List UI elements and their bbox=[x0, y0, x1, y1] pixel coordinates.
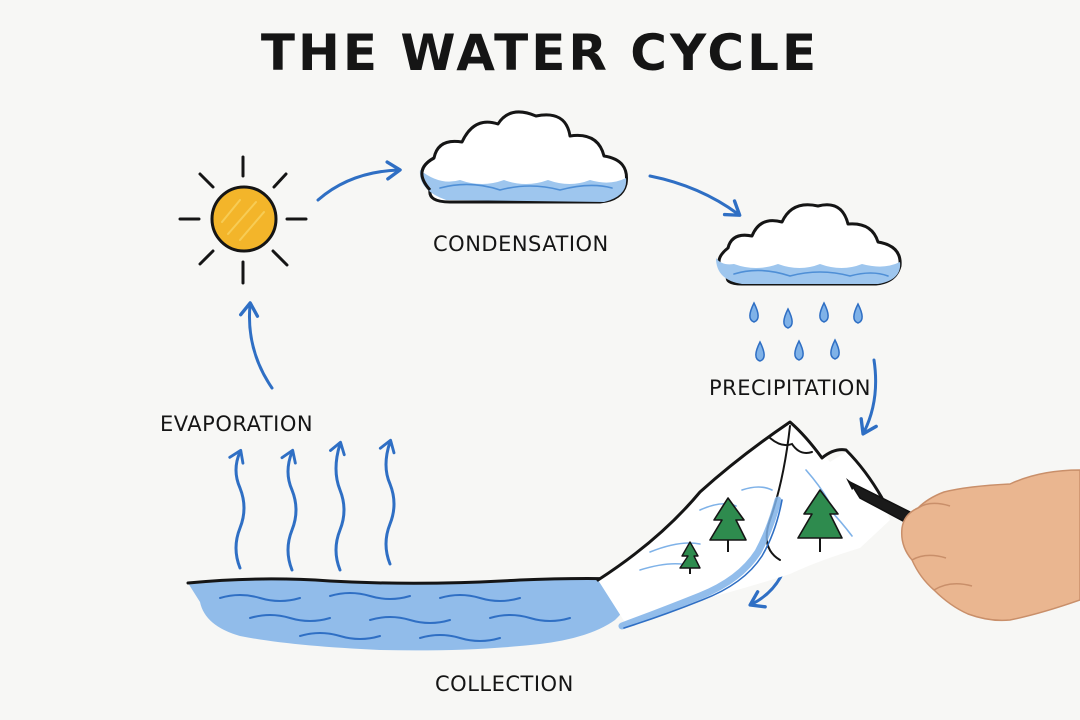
tree-icon bbox=[797, 489, 843, 552]
evaporation-arrow bbox=[329, 440, 346, 572]
raindrop-icon bbox=[830, 338, 840, 360]
arrow-precipitation-to-mountain bbox=[859, 358, 878, 436]
raindrop-icon bbox=[794, 339, 804, 361]
label-collection: COLLECTION bbox=[435, 672, 574, 696]
raindrop-icon bbox=[819, 301, 829, 323]
page-title: THE WATER CYCLE bbox=[260, 24, 820, 82]
sun-icon bbox=[178, 155, 308, 285]
raindrop-icon bbox=[783, 307, 793, 329]
evaporation-arrow bbox=[378, 438, 396, 566]
raindrop-icon bbox=[749, 301, 759, 323]
evaporation-arrow bbox=[228, 448, 246, 570]
cloud-icon bbox=[419, 110, 629, 204]
label-precipitation: PRECIPITATION bbox=[709, 376, 871, 400]
arrow-condensation-to-precipitation bbox=[648, 174, 742, 217]
raindrop-icon bbox=[755, 340, 765, 362]
hand-icon bbox=[900, 469, 1080, 622]
arrow-evaporation-to-sun bbox=[239, 301, 274, 390]
label-condensation: CONDENSATION bbox=[433, 232, 609, 256]
evaporation-arrow bbox=[280, 448, 298, 572]
label-evaporation: EVAPORATION bbox=[160, 412, 314, 436]
arrow-sun-to-condensation bbox=[316, 160, 402, 202]
raincloud-icon bbox=[716, 203, 902, 286]
water-body bbox=[186, 577, 652, 651]
raindrop-icon bbox=[853, 302, 863, 324]
tree-icon bbox=[709, 497, 747, 552]
mountain-icon bbox=[596, 420, 890, 630]
tree-icon bbox=[679, 541, 701, 574]
